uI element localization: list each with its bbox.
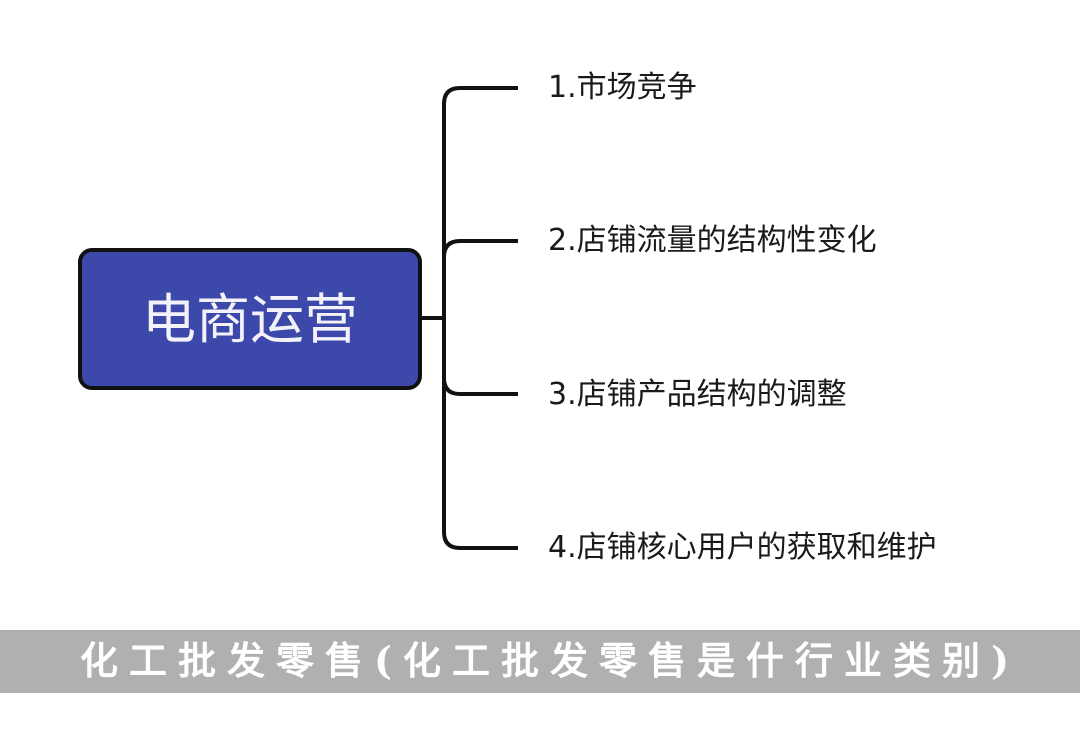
branch-1: 1.市场竞争 [548,70,697,105]
connector-branch-2 [442,239,518,258]
banner-title: 化工批发零售(化工批发零售是什行业类别) [80,638,1020,683]
root-label: 电商运营 [142,287,358,351]
connector-branch-3 [442,377,518,396]
branch-3: 3.店铺产品结构的调整 [548,377,847,412]
branch-2: 2.店铺流量的结构性变化 [548,223,877,258]
root-node: 电商运营 [78,248,422,390]
branch-4: 4.店铺核心用户的获取和维护 [548,530,937,565]
title-banner [0,630,1080,693]
connector-branch-1 [442,86,518,550]
